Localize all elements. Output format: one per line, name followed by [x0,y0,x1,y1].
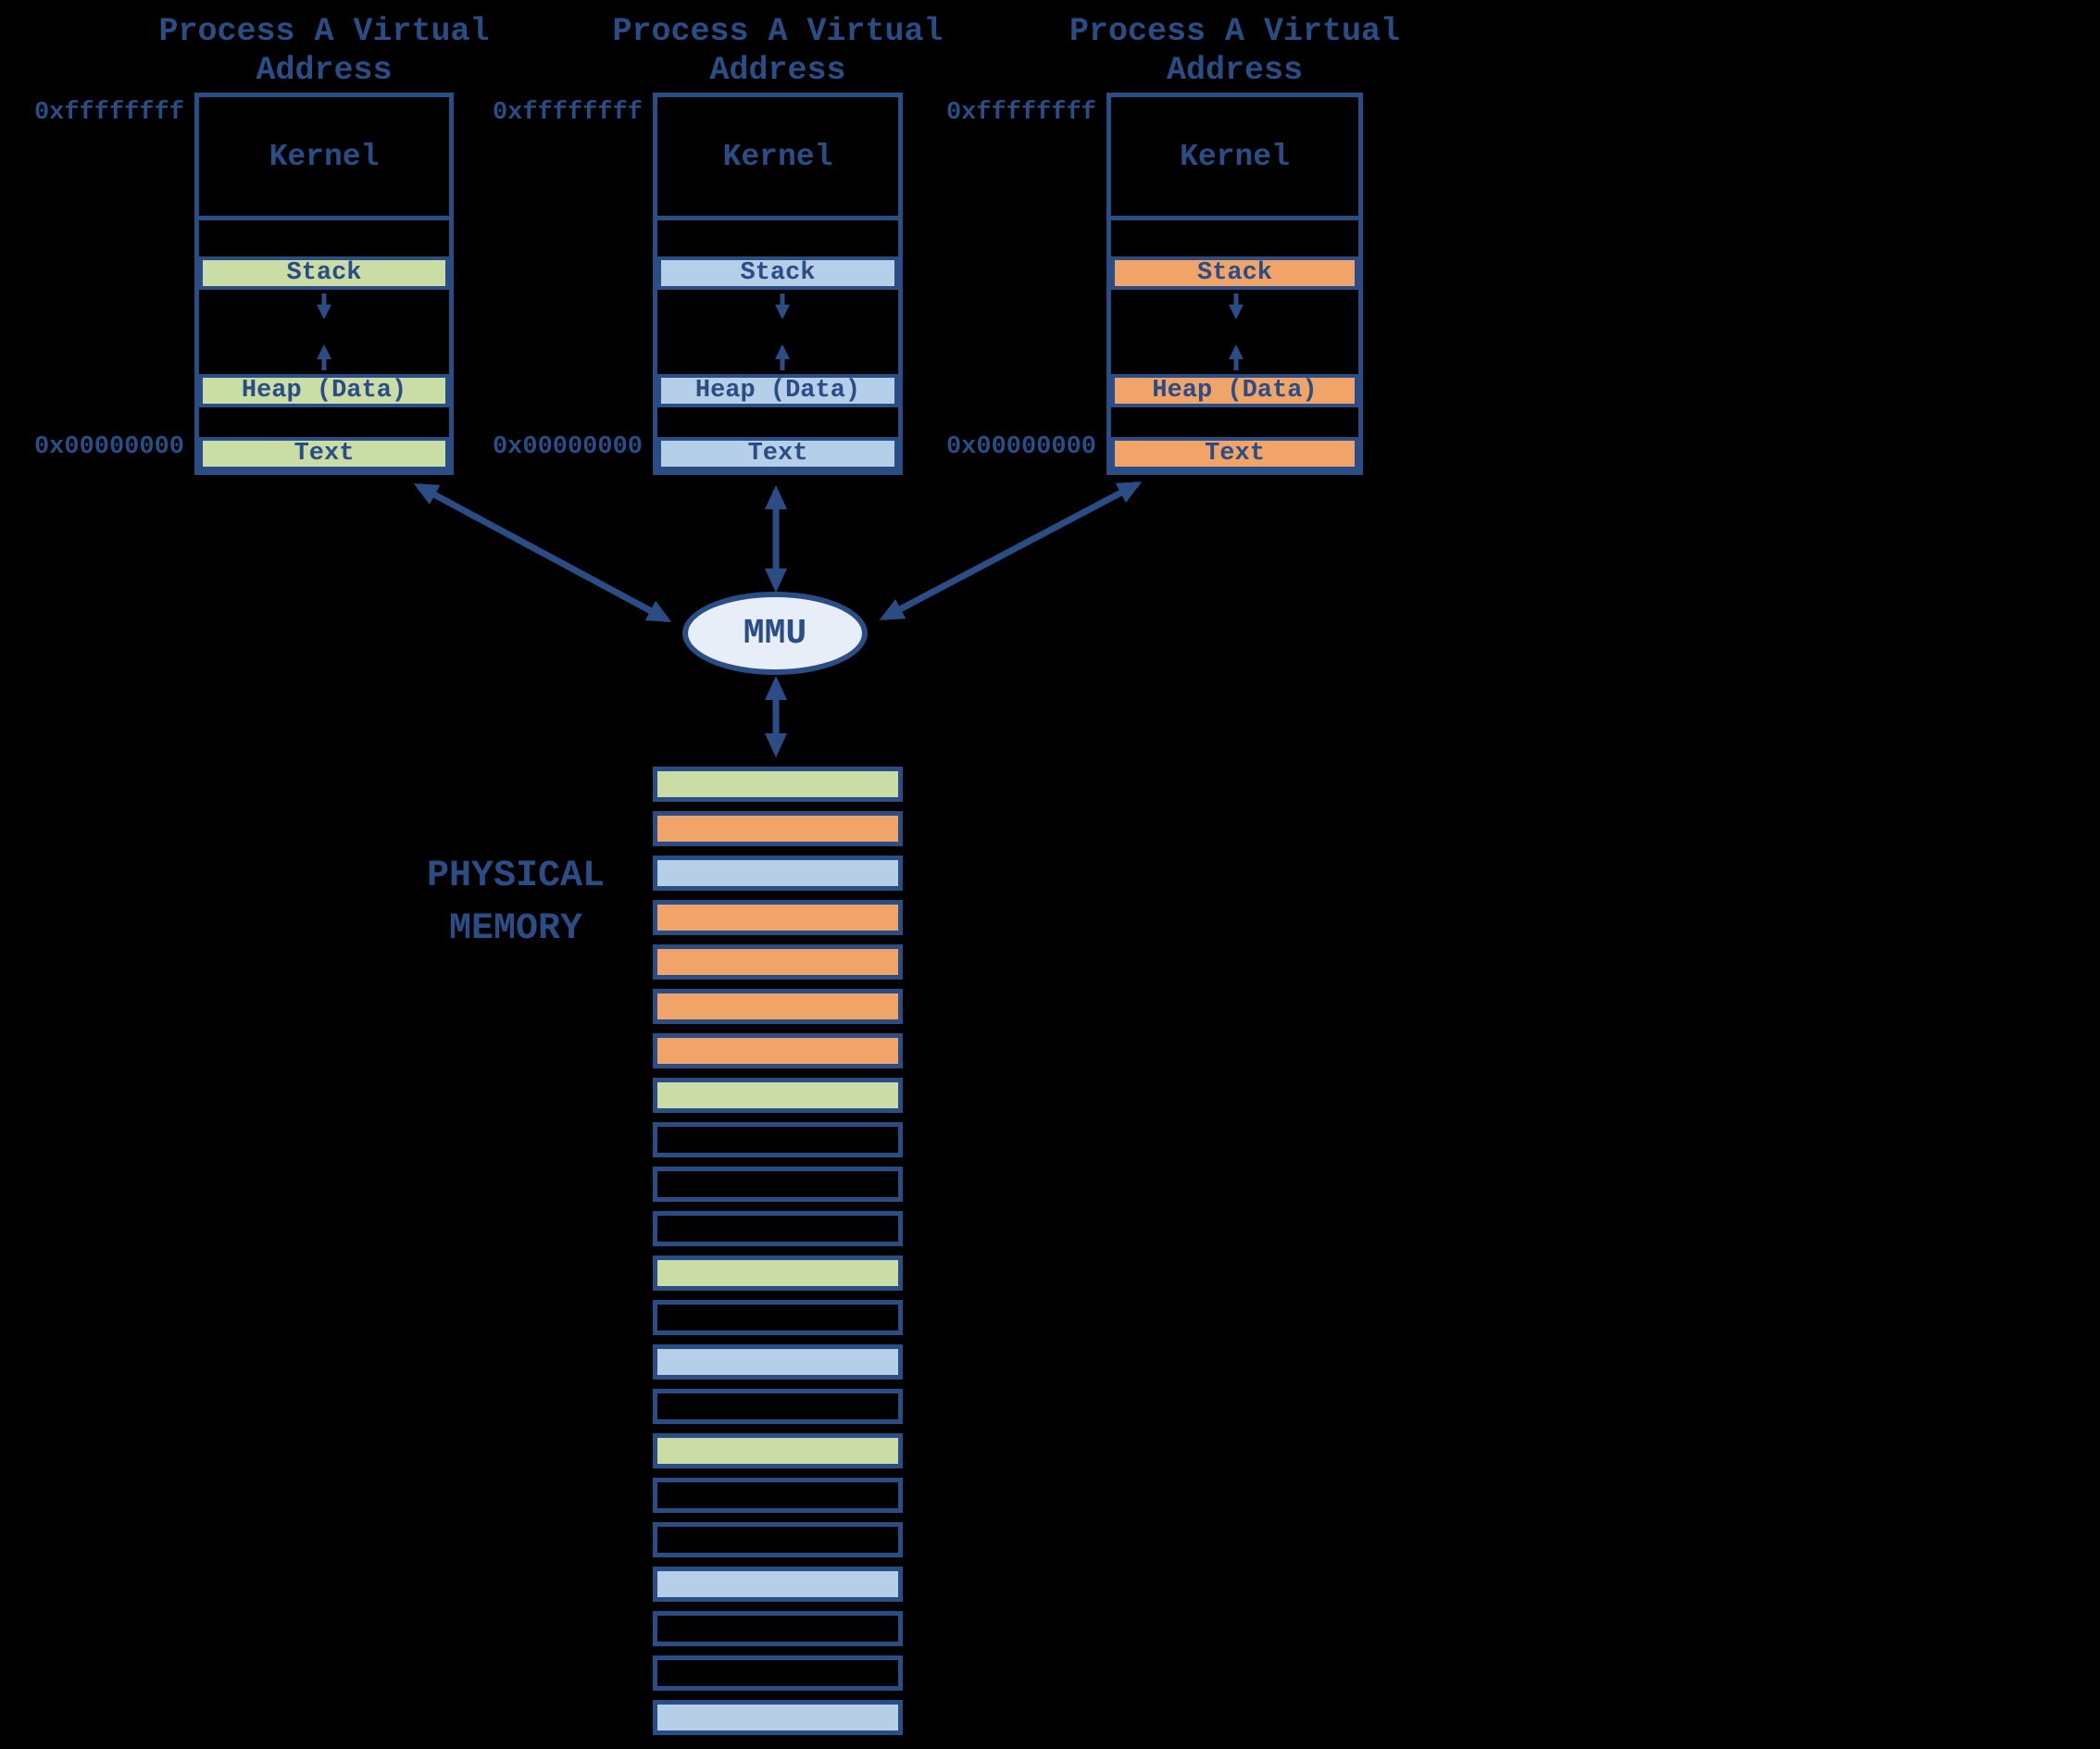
memory-row [653,1078,903,1113]
memory-row [653,1122,903,1157]
growth-arrows [1229,294,1244,370]
process1-mmu-arrow-icon [413,482,672,623]
address-label-bottom: 0x00000000 [492,433,643,461]
kernel-segment: Kernel [1111,97,1358,220]
process-title-line1: Process A Virtual [612,13,944,50]
memory-row [653,1478,903,1513]
memory-row [653,767,903,802]
memory-row [653,944,903,980]
kernel-segment: Kernel [199,97,449,220]
address-label-top: 0xffffffff [492,99,643,127]
memory-row [653,989,903,1024]
stack-segment: Stack [657,256,898,290]
address-label-bottom: 0x00000000 [945,433,1096,461]
process-diagram: Process A Virtual Address 0xffffffff 0x0… [493,13,944,475]
memory-row [653,1522,903,1557]
address-label-top: 0xffffffff [33,99,184,127]
process-diagram: Process A Virtual Address 0xffffffff 0x0… [946,13,1400,475]
memory-row [653,1655,903,1691]
mmu-label: MMU [743,613,807,654]
mmu-ellipse: MMU [682,592,868,675]
address-label-top: 0xffffffff [945,99,1096,127]
memory-row [653,1389,903,1424]
stack-segment: Stack [199,256,449,290]
memory-row [653,1167,903,1202]
physical-memory-label-line2: MEMORY [448,908,583,950]
text-segment: Text [657,437,898,470]
kernel-label: Kernel [1180,139,1290,174]
kernel-label: Kernel [269,139,380,174]
memory-row [653,1611,903,1646]
stack-segment: Stack [1111,256,1358,290]
memory-row [653,1567,903,1602]
physical-memory-label-line1: PHYSICAL [426,856,606,897]
text-segment: Text [1111,437,1358,470]
process-diagram: Process A Virtual Address 0xffffffff 0x0… [34,13,490,475]
heap-segment: Heap (Data) [199,374,449,407]
memory-row [653,1211,903,1246]
physical-memory-label: PHYSICAL MEMORY [405,850,627,956]
memory-row [653,1344,903,1380]
process-title: Process A Virtual Address [1069,12,1400,90]
process-title: Process A Virtual Address [158,12,489,90]
text-segment: Text [199,437,449,470]
process-title: Process A Virtual Address [612,12,943,90]
memory-row [653,856,903,891]
process3-mmu-arrow-icon [879,481,1143,621]
memory-row [653,811,903,846]
memory-row [653,900,903,935]
heap-segment: Heap (Data) [657,374,898,407]
kernel-label: Kernel [722,139,833,174]
process-title-line1: Process A Virtual [1069,13,1401,50]
kernel-segment: Kernel [657,97,898,220]
memory-row [653,1256,903,1291]
process-title-line2: Address [709,52,846,89]
process-title-line2: Address [1166,52,1304,89]
address-label-bottom: 0x00000000 [33,433,184,461]
process-title-line1: Process A Virtual [158,13,490,50]
memory-row [653,1700,903,1735]
growth-arrows [775,294,790,370]
memory-row [653,1300,903,1335]
process-title-line2: Address [256,52,393,89]
memory-row [653,1033,903,1068]
memory-row [653,1433,903,1468]
heap-segment: Heap (Data) [1111,374,1358,407]
physical-memory-column [653,767,903,1744]
growth-arrows [317,294,331,370]
